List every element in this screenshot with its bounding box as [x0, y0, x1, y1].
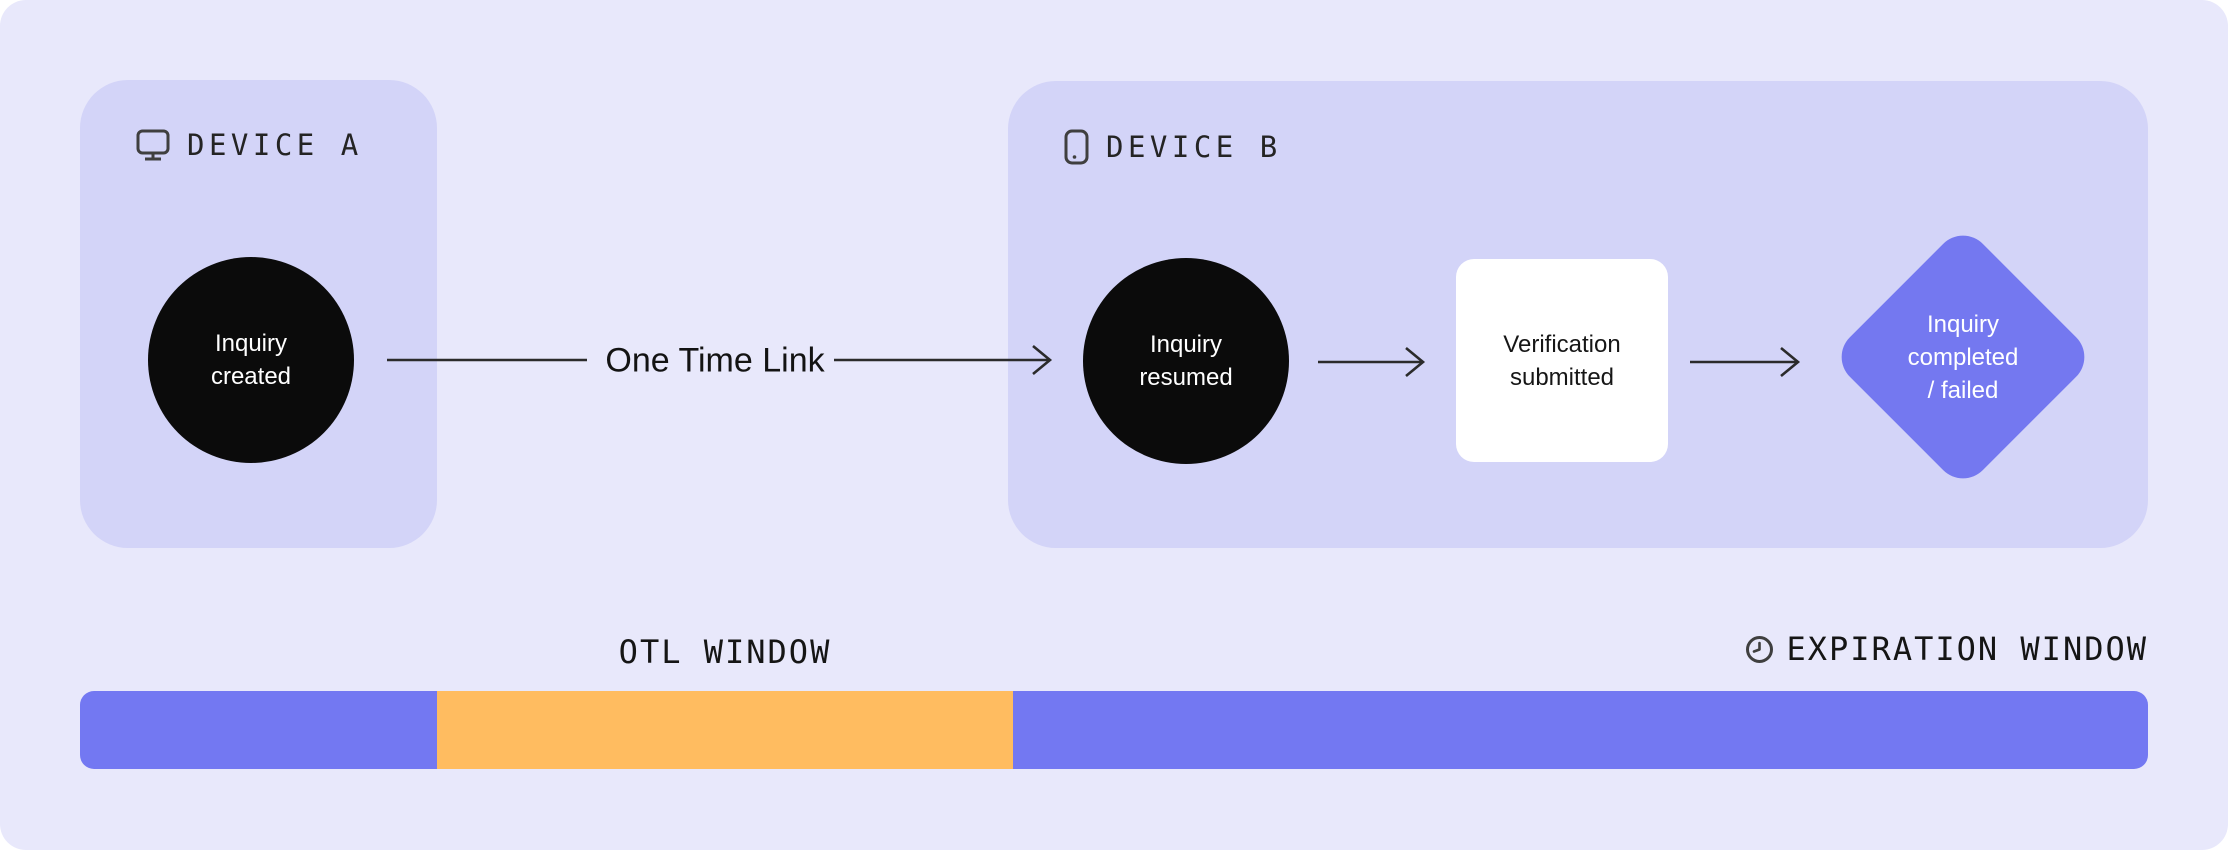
node-inquiry-resumed-line1: Inquiry [1149, 331, 1223, 358]
timeline-bar [80, 691, 2148, 769]
bar-segment-expiration-window [1012, 691, 2148, 769]
bar-segment-otl-window [436, 691, 1013, 769]
node-inquiry-completed-failed-label: Inquiry completed / failed [1849, 243, 2077, 471]
device-a-title-text: DEVICE A [187, 128, 363, 162]
bar-segment-before-otl [80, 691, 437, 769]
desktop-monitor-icon [136, 129, 170, 161]
node-verification-submitted: Verification submitted [1456, 259, 1668, 462]
node-inquiry-completed-line3: / failed [1927, 376, 1999, 404]
node-inquiry-created-line2: created [210, 363, 292, 390]
device-b-title-text: DEVICE B [1106, 130, 1282, 164]
node-verification-submitted-line2: submitted [1509, 363, 1615, 391]
node-inquiry-completed-failed: Inquiry completed / failed [1830, 224, 2096, 490]
clock-icon [1745, 635, 1774, 664]
node-inquiry-resumed: Inquiry resumed [1083, 258, 1289, 464]
node-inquiry-resumed-line2: resumed [1139, 364, 1233, 391]
node-inquiry-completed-line2: completed [1907, 343, 2019, 371]
node-inquiry-created: Inquiry created [148, 257, 354, 463]
expiration-window-label-text: EXPIRATION WINDOW [1786, 630, 2148, 668]
expiration-window-label: EXPIRATION WINDOW [1745, 630, 2148, 668]
node-verification-submitted-line1: Verification [1503, 330, 1621, 358]
otl-window-label: OTL WINDOW [618, 633, 832, 671]
one-time-link-label: One Time Link [605, 341, 825, 380]
mobile-phone-icon [1064, 129, 1089, 165]
node-inquiry-completed-line1: Inquiry [1926, 310, 2000, 338]
node-inquiry-created-line1: Inquiry [214, 330, 288, 357]
device-b-title: DEVICE B [1064, 129, 1282, 165]
device-a-title: DEVICE A [136, 128, 363, 162]
